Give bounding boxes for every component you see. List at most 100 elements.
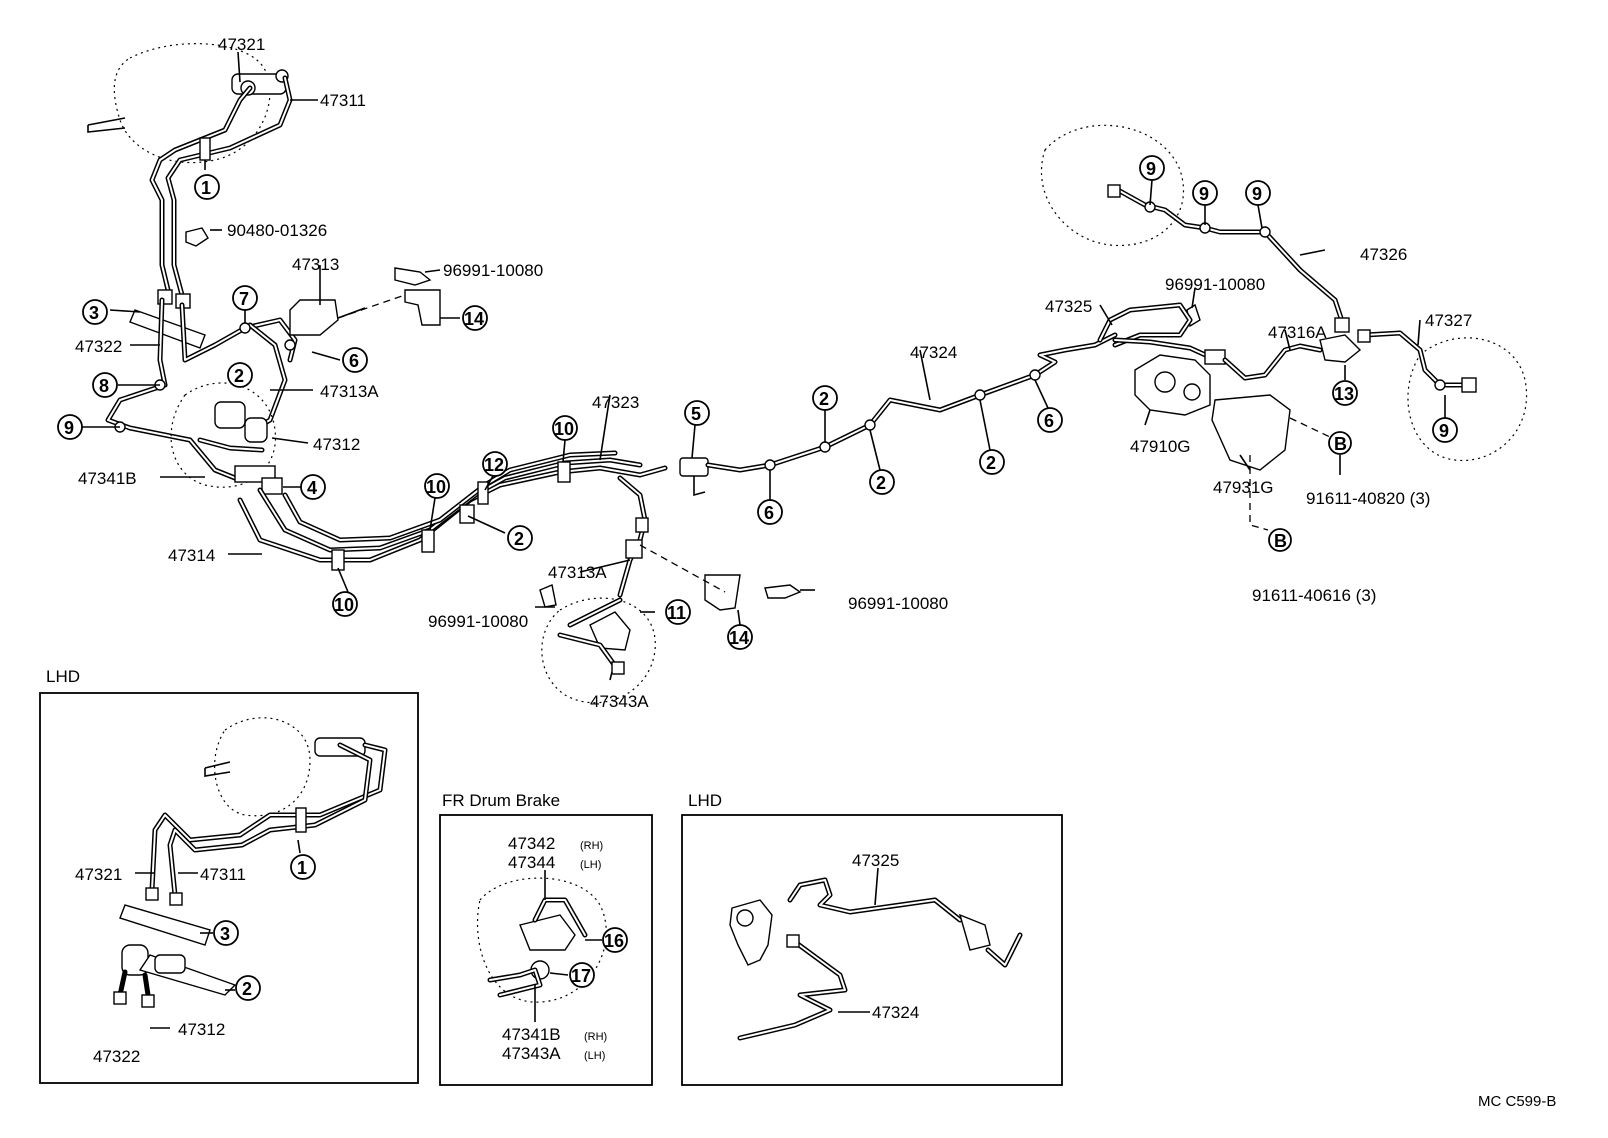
- label-91611-40820: 91611-40820 (3): [1306, 489, 1430, 508]
- inset-callout-16: 16: [602, 927, 628, 953]
- svg-text:14: 14: [464, 309, 484, 329]
- inset-fr-drum-brake: FR Drum Brake 47342 (RH) 47344 (LH) 4734…: [439, 791, 653, 1086]
- label-96991-10080-a: 96991-10080: [443, 261, 543, 280]
- svg-text:17: 17: [571, 966, 591, 986]
- svg-text:2: 2: [876, 473, 886, 493]
- svg-text:3: 3: [89, 303, 99, 323]
- svg-text:1: 1: [201, 178, 211, 198]
- inset-label-47344: 47344: [508, 853, 555, 872]
- rear-pipe-run: [679, 332, 1118, 497]
- svg-text:10: 10: [554, 419, 574, 439]
- leader-lines: [82, 51, 1446, 681]
- callout-14a: 14: [462, 305, 488, 331]
- svg-text:8: 8: [99, 376, 109, 396]
- inset-label-47343A-lh: (LH): [584, 1050, 605, 1062]
- inset-label-47341B: 47341B: [502, 1025, 561, 1044]
- callout-9d: 9: [1245, 180, 1271, 206]
- svg-text:3: 3: [220, 924, 230, 944]
- svg-text:2: 2: [514, 529, 524, 549]
- svg-text:4: 4: [307, 478, 317, 498]
- label-47324: 47324: [910, 343, 957, 362]
- label-47312: 47312: [313, 435, 360, 454]
- label-96991-10080-b: 96991-10080: [428, 612, 528, 631]
- part-labels: 47321 47311 90480-01326 47313 96991-1008…: [75, 35, 1472, 711]
- svg-text:10: 10: [426, 477, 446, 497]
- inset-callout-2: 2: [235, 975, 261, 1001]
- inset-callout-3: 3: [213, 920, 239, 946]
- svg-text:13: 13: [1334, 384, 1354, 404]
- svg-text:B: B: [1274, 531, 1287, 551]
- callout-9a: 9: [57, 414, 83, 440]
- label-47341B: 47341B: [78, 469, 137, 488]
- callout-11: 11: [665, 599, 691, 625]
- callout-12: 12: [482, 451, 508, 477]
- callout-2e: 2: [979, 449, 1005, 475]
- inset-lhd-left: LHD 47321 47311 47312 47322 1 3 2: [39, 667, 419, 1084]
- svg-text:16: 16: [604, 931, 624, 951]
- callout-2a: 2: [227, 362, 253, 388]
- callout-5: 5: [684, 400, 710, 426]
- callout-B2: B: [1268, 528, 1292, 552]
- callout-10b: 10: [424, 473, 450, 499]
- inset-label-47341B-rh: (RH): [584, 1031, 607, 1043]
- svg-text:6: 6: [764, 503, 774, 523]
- label-47313A: 47313A: [320, 382, 379, 401]
- callout-B1: B: [1328, 431, 1352, 455]
- label-47910G: 47910G: [1130, 437, 1191, 456]
- label-91611-40616: 91611-40616 (3): [1252, 586, 1376, 605]
- label-47321: 47321: [218, 35, 265, 54]
- svg-text:1: 1: [297, 858, 307, 878]
- label-47323: 47323: [592, 393, 639, 412]
- inset-label-47342-rh: (RH): [580, 840, 603, 852]
- svg-text:9: 9: [1252, 184, 1262, 204]
- callout-8: 8: [92, 372, 118, 398]
- callout-4: 4: [300, 474, 326, 500]
- label-47322: 47322: [75, 337, 122, 356]
- label-47313A-2: 47313A: [548, 563, 607, 582]
- label-47316A: 47316A: [1268, 323, 1327, 342]
- svg-text:2: 2: [234, 366, 244, 386]
- svg-text:7: 7: [239, 289, 249, 309]
- inset-label-47311: 47311: [200, 865, 246, 884]
- callout-6a: 6: [342, 347, 368, 373]
- svg-text:B: B: [1334, 434, 1347, 454]
- callout-2b: 2: [507, 525, 533, 551]
- label-96991-10080-d: 96991-10080: [1165, 275, 1265, 294]
- svg-text:2: 2: [242, 979, 252, 999]
- callout-1: 1: [194, 174, 220, 200]
- inset-callout-17: 17: [569, 962, 595, 988]
- svg-text:2: 2: [819, 389, 829, 409]
- label-47326: 47326: [1360, 245, 1407, 264]
- pipes-master-to-block: [149, 75, 293, 309]
- center-pipe-bundle: [237, 450, 668, 598]
- label-96991-10080-c: 96991-10080: [848, 594, 948, 613]
- inset-label-47322: 47322: [93, 1047, 140, 1066]
- label-47313: 47313: [292, 255, 339, 274]
- callout-10a: 10: [332, 591, 358, 617]
- inset-label-47342: 47342: [508, 834, 555, 853]
- callout-9b: 9: [1139, 155, 1165, 181]
- svg-text:9: 9: [1146, 159, 1156, 179]
- svg-text:9: 9: [1439, 421, 1449, 441]
- svg-text:10: 10: [334, 595, 354, 615]
- label-47327: 47327: [1425, 311, 1472, 330]
- inset-label-47325: 47325: [852, 851, 899, 870]
- label-47311: 47311: [320, 91, 366, 110]
- inset-label-47343A: 47343A: [502, 1044, 561, 1063]
- svg-text:5: 5: [691, 404, 701, 424]
- callout-2d: 2: [869, 469, 895, 495]
- inset-callout-1: 1: [290, 854, 316, 880]
- svg-text:2: 2: [986, 453, 996, 473]
- callout-3: 3: [82, 299, 108, 325]
- inset-label-47324: 47324: [872, 1003, 919, 1022]
- label-47314: 47314: [168, 546, 215, 565]
- label-90480-01326: 90480-01326: [227, 221, 327, 240]
- diagram-code: MC C599-B: [1478, 1093, 1556, 1110]
- callout-7: 7: [232, 285, 258, 311]
- callouts: 1 3 7 14 6 2 8 9 4 10 10 12 2 10 5 6 2 2…: [57, 155, 1458, 650]
- callout-9c: 9: [1192, 180, 1218, 206]
- inset-lhd-right-title: LHD: [688, 791, 722, 810]
- inset-label-47321: 47321: [75, 865, 122, 884]
- inset-lhd-right: LHD 47325 47324: [681, 791, 1063, 1086]
